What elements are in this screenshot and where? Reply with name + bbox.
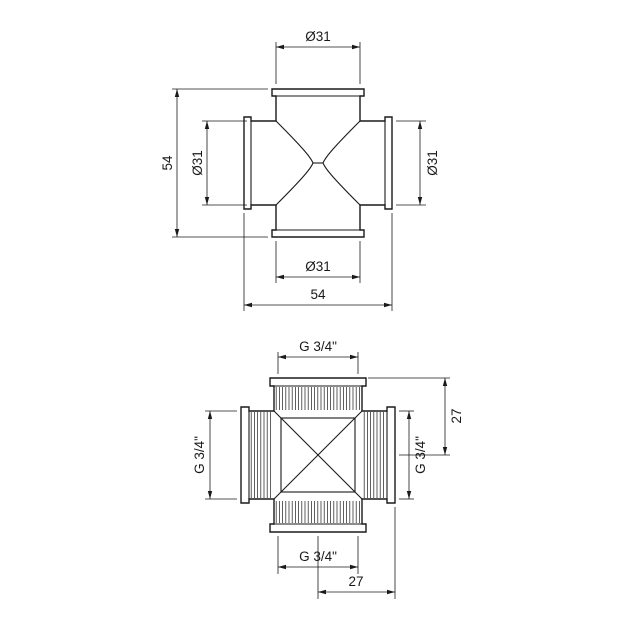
square-diagonal: [280, 417, 356, 493]
corner-chamfer: [273, 491, 282, 500]
dim-label-overall-height: 54: [160, 155, 175, 171]
dimension-arrowhead: [442, 447, 448, 455]
dimension-arrowhead: [417, 121, 423, 129]
thread-hatch-right: [363, 412, 384, 498]
dimension-arrowhead: [204, 121, 210, 129]
dimension-arrowhead: [276, 44, 284, 50]
dim-label-right-diameter: Ø31: [425, 150, 440, 176]
dimension-arrowhead: [387, 589, 395, 595]
thread-hatch-top: [275, 387, 360, 410]
dim-label-bottom-diameter: Ø31: [305, 259, 331, 274]
bore-intersection-curve: [322, 120, 361, 206]
dimension-arrowhead: [278, 354, 286, 360]
dimension-arrowhead: [384, 302, 392, 308]
thread-hatch-bottom: [275, 501, 360, 523]
dimension-arrowhead: [207, 411, 213, 419]
center-square: [280, 417, 356, 493]
bore-intersection-curve: [275, 120, 314, 206]
corner-chamfer: [354, 491, 363, 500]
dimension-arrowhead: [406, 411, 412, 419]
dimension-arrowhead: [350, 564, 358, 570]
thread-view: G 3/4" 27 G 3/4" G 3/4" G 3/4" 27: [192, 339, 464, 599]
fitting-outline: [240, 377, 396, 533]
dim-label-top-diameter: Ø31: [305, 29, 331, 44]
dimension-arrowhead: [276, 274, 284, 280]
dim-label-left-thread: G 3/4": [192, 436, 207, 474]
dimension-arrowhead: [318, 589, 326, 595]
dimension-arrowhead: [278, 564, 286, 570]
dimension-arrowhead: [352, 274, 360, 280]
fitting-outline: [243, 88, 393, 238]
dimension-arrowhead: [174, 89, 180, 97]
dimension-arrowhead: [204, 197, 210, 205]
dimension-arrowhead: [352, 44, 360, 50]
dim-label-center-to-right: 27: [348, 574, 363, 589]
dimension-arrowhead: [244, 302, 252, 308]
thread-hatch-left: [250, 412, 271, 498]
dimension-arrowhead: [207, 491, 213, 499]
outline-view: Ø31 54 Ø31 Ø31 Ø31 54: [160, 29, 440, 311]
dimension-arrowhead: [406, 491, 412, 499]
dimension-arrowhead: [442, 378, 448, 386]
dimension-arrowhead: [174, 229, 180, 237]
dim-label-right-thread: G 3/4": [413, 436, 428, 474]
dimension-arrowhead: [350, 354, 358, 360]
corner-chamfer: [273, 410, 282, 419]
dim-label-center-to-top: 27: [449, 408, 464, 423]
dim-label-left-diameter: Ø31: [190, 150, 205, 176]
dimension-arrowhead: [417, 197, 423, 205]
dim-label-top-thread: G 3/4": [299, 339, 337, 354]
dim-label-bottom-thread: G 3/4": [299, 549, 337, 564]
dim-label-overall-width: 54: [310, 287, 326, 302]
corner-chamfer: [354, 410, 363, 419]
